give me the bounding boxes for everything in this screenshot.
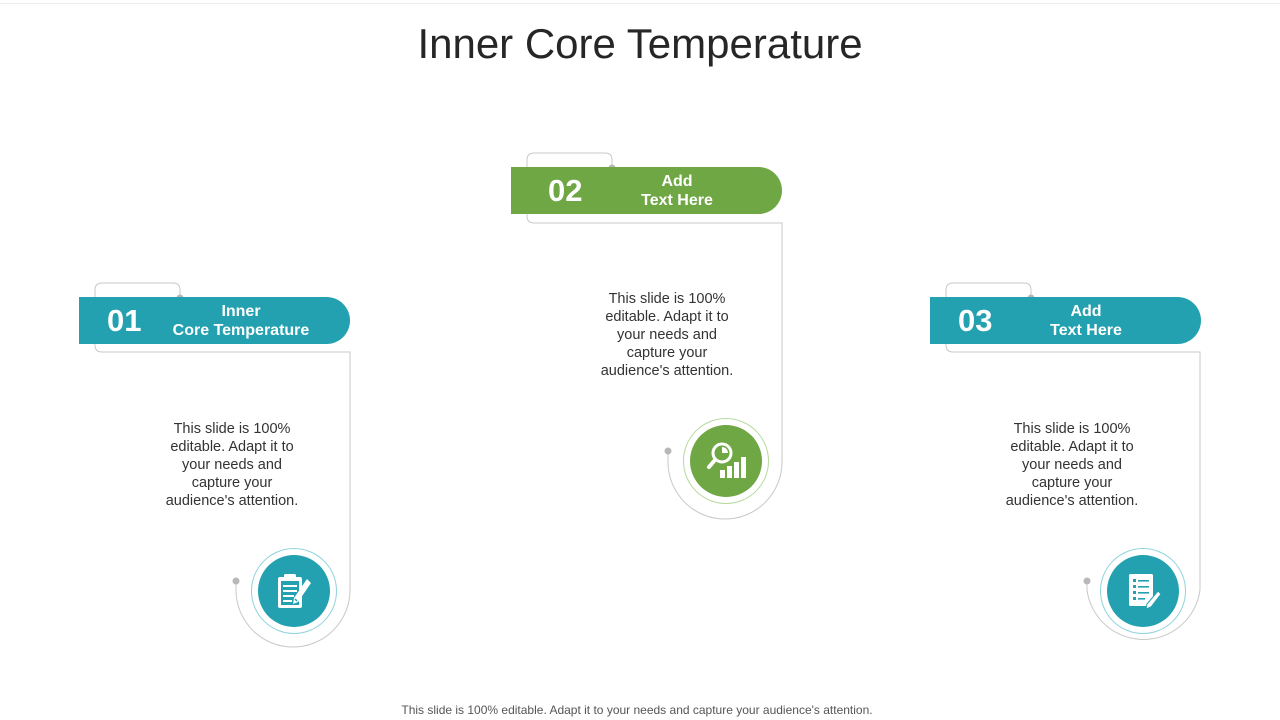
document-pencil-icon [1129, 574, 1162, 610]
step-3-icon-ring [1100, 548, 1186, 634]
description-line: capture your [626, 345, 708, 361]
description-line: editable. Adapt it to [1010, 439, 1134, 455]
step-1-label-line-1: Inner [221, 303, 261, 320]
step-2-label-line-2: Text Here [641, 192, 713, 209]
description-line: editable. Adapt it to [170, 439, 294, 455]
step-2-icon-disc [690, 425, 762, 497]
description-line: This slide is 100% [173, 421, 291, 437]
description-line: capture your [191, 475, 273, 491]
footer-note: This slide is 100% editable. Adapt it to… [401, 703, 873, 717]
description-line: editable. Adapt it to [605, 309, 729, 325]
step-3-label: Add Text Here [1010, 302, 1162, 340]
step-2-number: 02 [548, 173, 583, 208]
description-line: This slide is 100% [1013, 421, 1131, 437]
connector-dot [1083, 577, 1091, 585]
step-1-icon-ring [251, 548, 337, 634]
connector-step-2 [526, 152, 783, 520]
step-1-icon-disc [258, 555, 330, 627]
description-line: your needs and [617, 327, 717, 343]
step-2-description: This slide is 100% editable. Adapt it to… [592, 290, 742, 380]
connector-step-3 [945, 282, 1201, 640]
step-3-banner: 03 Add Text Here [930, 297, 1201, 344]
step-1-label: Inner Core Temperature [165, 302, 317, 340]
step-1-number: 01 [107, 303, 142, 338]
description-line: your needs and [182, 457, 282, 473]
connector-dot [232, 577, 240, 585]
step-3-number: 03 [958, 303, 993, 338]
magnifier-chart-icon [707, 442, 746, 478]
connector-step-1 [94, 282, 351, 648]
clipboard-pencil-icon [278, 574, 311, 608]
step-2-icon-ring [683, 418, 769, 504]
description-line: audience's attention. [165, 493, 299, 509]
step-1-label-line-2: Core Temperature [172, 322, 310, 339]
slide-title: Inner Core Temperature [417, 20, 863, 67]
description-line: audience's attention. [600, 363, 734, 379]
description-line: This slide is 100% [608, 291, 726, 307]
description-line: your needs and [1022, 457, 1122, 473]
step-3-description: This slide is 100% editable. Adapt it to… [997, 420, 1147, 510]
top-divider [0, 3, 1280, 4]
step-3-label-line-2: Text Here [1050, 322, 1122, 339]
description-line: audience's attention. [1005, 493, 1139, 509]
step-3-label-line-1: Add [1070, 303, 1102, 320]
connector-dot [664, 447, 672, 455]
step-1-description: This slide is 100% editable. Adapt it to… [157, 420, 307, 510]
description-line: capture your [1031, 475, 1113, 491]
step-1-banner: 01 Inner Core Temperature [79, 297, 350, 344]
step-2-banner: 02 Add Text Here [511, 167, 782, 214]
step-2-label: Add Text Here [601, 172, 753, 210]
step-3-icon-disc [1107, 555, 1179, 627]
step-2-label-line-1: Add [661, 173, 693, 190]
